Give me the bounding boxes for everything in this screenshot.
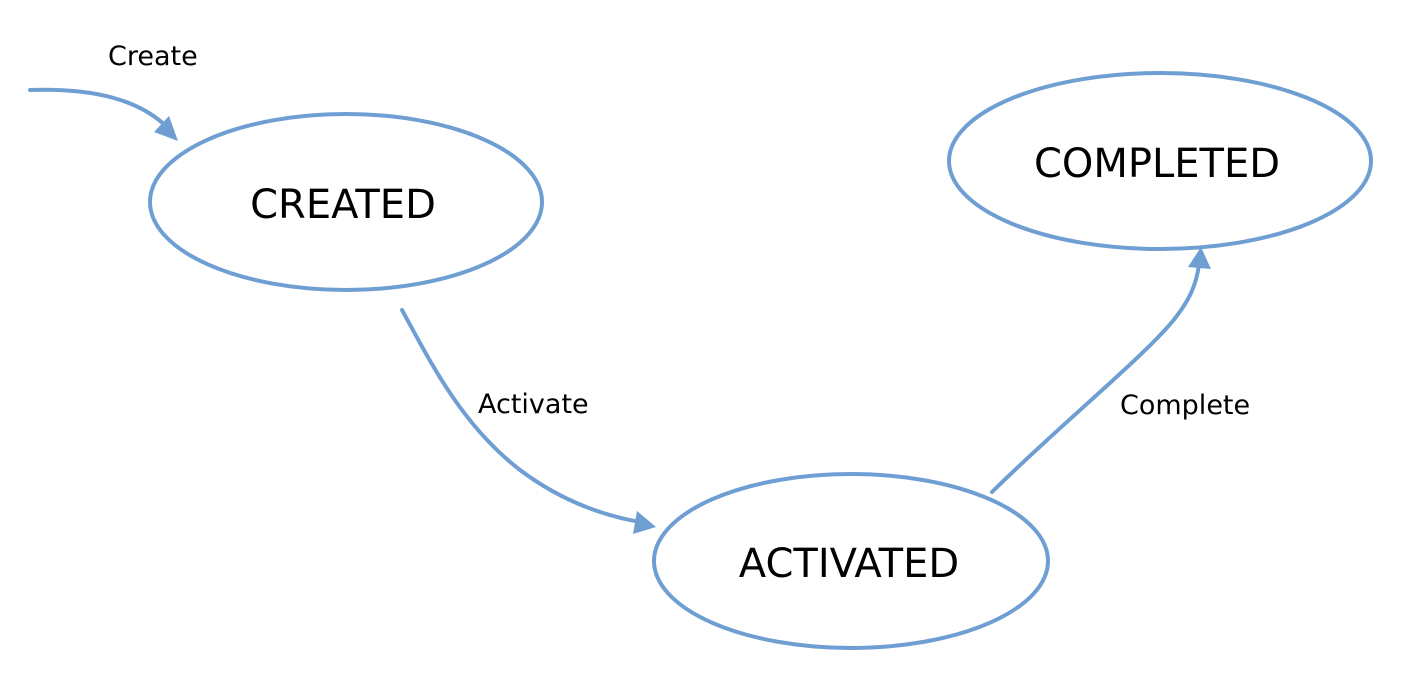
transition-complete-label: Complete: [1120, 390, 1250, 421]
transition-create-label: Create: [108, 41, 198, 72]
state-completed: COMPLETED: [947, 71, 1373, 251]
transition-complete-line: [990, 263, 1201, 494]
state-completed-ellipse: [947, 71, 1373, 251]
transition-activate: Activate: [400, 308, 656, 534]
transition-complete: Complete: [990, 247, 1250, 494]
transition-activate-label: Activate: [478, 389, 589, 420]
state-activated-ellipse: [652, 472, 1050, 650]
state-activated-label: ACTIVATED: [739, 541, 959, 587]
transition-activate-line: [400, 308, 642, 524]
state-completed-label: COMPLETED: [1034, 141, 1280, 187]
state-activated: ACTIVATED: [652, 472, 1050, 650]
transition-create: Create: [28, 41, 198, 141]
state-created-ellipse: [148, 112, 544, 292]
state-created: CREATED: [148, 112, 544, 292]
state-created-label: CREATED: [250, 182, 436, 228]
transition-create-arrowhead: [154, 116, 178, 141]
transition-activate-arrowhead: [633, 511, 656, 534]
transition-create-line: [28, 87, 170, 130]
transition-complete-arrowhead: [1188, 247, 1211, 269]
